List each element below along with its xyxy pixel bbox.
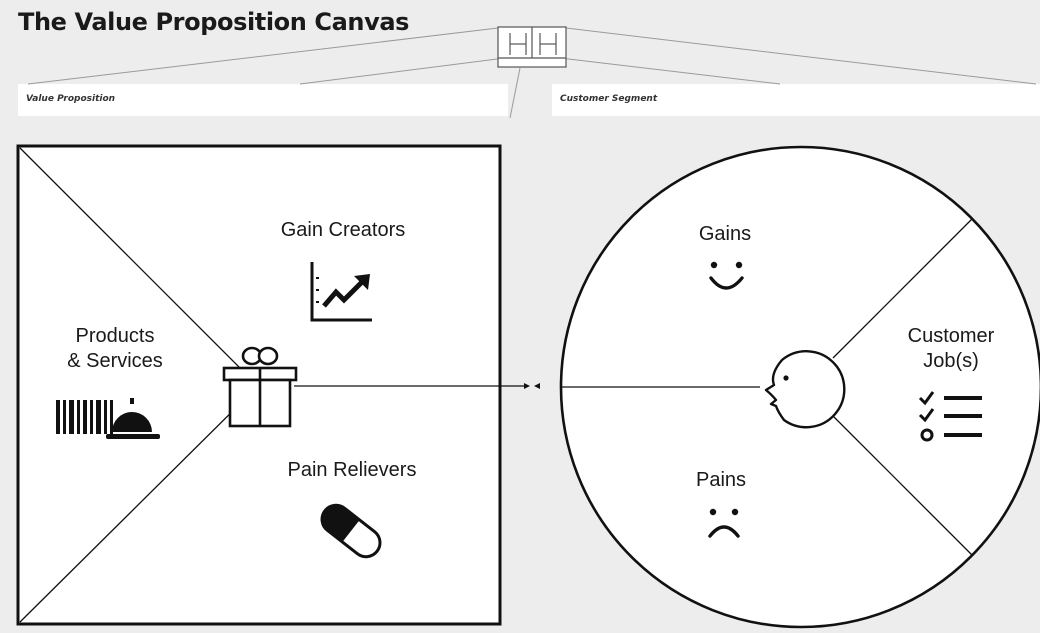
gains-label: Gains (698, 223, 752, 245)
pain-relievers-label: Pain Relievers (287, 459, 417, 481)
customer-segment-strip: Customer Segment (552, 84, 1040, 116)
checklist-icon (918, 391, 982, 442)
customer-jobs-line1: Customer (907, 325, 995, 347)
value-proposition-label: Value Proposition (26, 94, 116, 104)
face-profile-icon (764, 350, 846, 429)
thumbnail-guide-lines (27, 27, 1037, 119)
customer-jobs-line2: Job(s) (923, 350, 979, 372)
canvas-title: The Value Proposition Canvas (18, 8, 410, 36)
smile-icon (709, 261, 744, 290)
gain-creators-label: Gain Creators (280, 219, 406, 241)
fit-connector (294, 383, 540, 389)
thumbnail-canvas-icon (497, 26, 567, 68)
customer-jobs-label: Customer Job(s) (886, 324, 1016, 374)
frown-icon (708, 508, 740, 538)
barcode-cloche-icon (56, 398, 160, 439)
customer-segment-label: Customer Segment (560, 94, 658, 104)
pill-icon (320, 503, 382, 559)
products-label-line1: Products (75, 325, 155, 347)
pains-label: Pains (695, 469, 747, 491)
products-services-label: Products & Services (40, 324, 190, 374)
gift-icon (222, 346, 298, 428)
chart-up-icon (310, 262, 372, 322)
value-proposition-strip: Value Proposition (18, 84, 508, 116)
products-label-line2: & Services (67, 350, 163, 372)
